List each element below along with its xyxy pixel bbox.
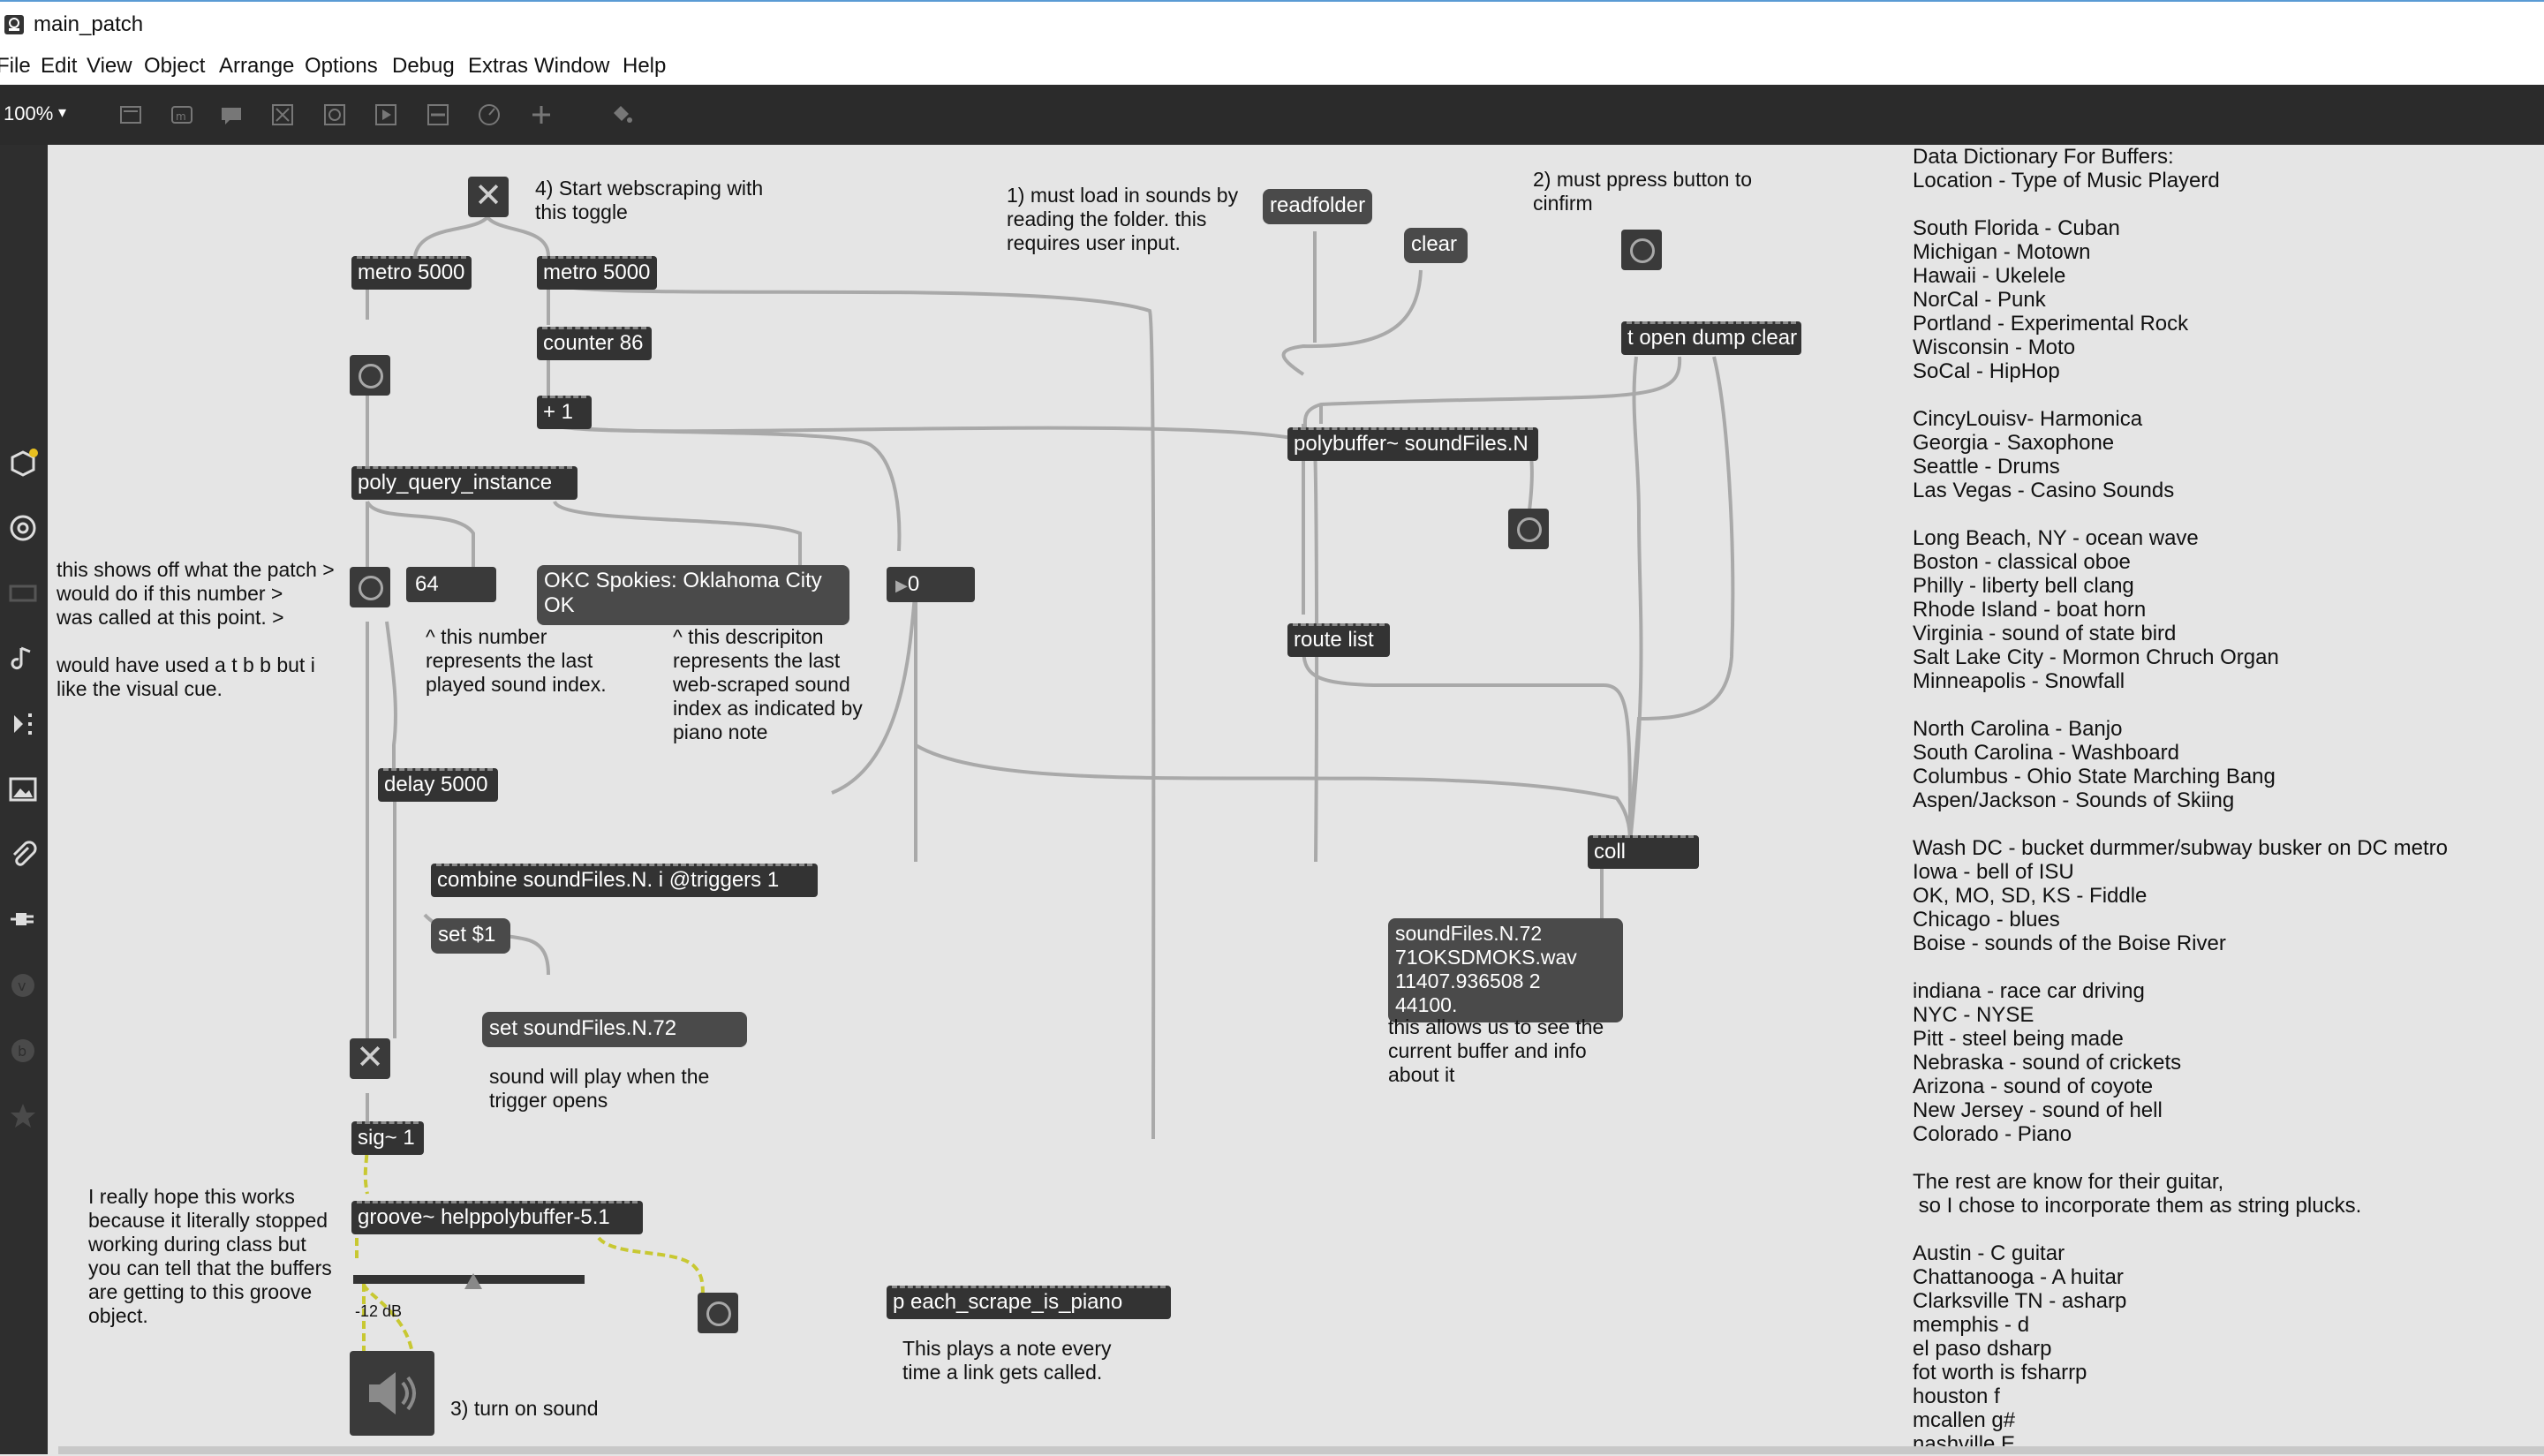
horizontal-scrollbar[interactable] <box>58 1446 2544 1454</box>
polybuffer-object[interactable]: polybuffer~ soundFiles.N <box>1287 427 1538 461</box>
menu-options[interactable]: Options <box>305 54 378 78</box>
zoom-level[interactable]: 100% <box>4 102 54 124</box>
menu-window[interactable]: Window <box>534 54 610 78</box>
paperclip-icon[interactable] <box>5 837 41 872</box>
presentation-icon[interactable] <box>5 576 41 611</box>
b-icon[interactable]: b <box>5 1033 41 1068</box>
image-icon[interactable] <box>5 772 41 807</box>
max-app-icon <box>4 15 24 34</box>
piano-note-number[interactable]: ▶0 <box>887 567 975 602</box>
comment-piano-note: This plays a note every time a link gets… <box>902 1337 1112 1384</box>
new-comment-icon[interactable] <box>217 101 245 129</box>
comment-coll-note: this allows us to see the current buffer… <box>1388 1015 1604 1086</box>
comment-turn-on: 3) turn on sound <box>450 1397 599 1420</box>
zoom-dropdown-icon[interactable]: ▾ <box>58 103 67 121</box>
coll-output-message[interactable]: soundFiles.N.72 71OKSDMOKS.wav 11407.936… <box>1388 918 1623 1022</box>
svg-text:m: m <box>176 110 186 123</box>
speaker-icon <box>369 1372 416 1415</box>
comment-desc-note: ^ this descripiton represents the last w… <box>673 625 863 743</box>
clear-message[interactable]: clear <box>1404 228 1468 263</box>
comment-load-sounds: 1) must load in sounds by reading the fo… <box>1007 184 1239 254</box>
sequence-icon[interactable] <box>5 706 41 742</box>
data-dictionary-comment: Data Dictionary For Buffers: Location - … <box>1913 145 2448 1456</box>
target-icon[interactable] <box>5 510 41 546</box>
start-webscrape-toggle[interactable]: ✕ <box>468 177 509 217</box>
speaker-button[interactable] <box>350 1351 434 1436</box>
trigger-gate-toggle[interactable]: ✕ <box>350 1038 390 1079</box>
gain-slider-knob[interactable] <box>464 1273 483 1289</box>
last-index-number[interactable]: 64 <box>406 567 496 602</box>
star-icon[interactable] <box>5 1098 41 1134</box>
packages-icon[interactable] <box>5 445 41 480</box>
number-triangle-icon: ▶ <box>895 577 908 594</box>
okc-description-message[interactable]: OKC Spokies: Oklahoma City OK <box>537 565 849 625</box>
gain-label: -12 dB <box>355 1302 403 1320</box>
piano-subpatch-object[interactable]: p each_scrape_is_piano <box>887 1286 1171 1319</box>
window-title: main_patch <box>34 12 144 36</box>
menu-arrange[interactable]: Arrange <box>219 54 295 78</box>
menu-view[interactable]: View <box>87 54 132 78</box>
new-slider-icon[interactable] <box>424 101 452 129</box>
comment-hope-note: I really hope this works because it lite… <box>88 1185 332 1327</box>
coll-object[interactable]: coll <box>1588 835 1699 869</box>
new-dial-icon[interactable] <box>475 101 503 129</box>
title-bar: main_patch <box>0 0 2544 46</box>
paint-bucket-icon[interactable] <box>607 101 635 129</box>
toolbar: 100% ▾ m <box>0 85 2544 145</box>
new-message-icon[interactable]: m <box>168 101 196 129</box>
patch-cords <box>355 215 1735 1351</box>
new-media-icon[interactable] <box>372 101 400 129</box>
svg-text:b: b <box>18 1043 26 1060</box>
comment-number-note: ^ this number represents the last played… <box>426 625 607 696</box>
set-soundfile-message[interactable]: set soundFiles.N.72 <box>482 1012 747 1047</box>
svg-text:v: v <box>18 977 26 994</box>
plus-one-object[interactable]: + 1 <box>537 396 592 429</box>
groove-end-bang[interactable] <box>698 1293 738 1333</box>
counter-object[interactable]: counter 86 <box>537 327 652 360</box>
menu-debug[interactable]: Debug <box>392 54 455 78</box>
confirm-bang-button[interactable] <box>1621 230 1662 270</box>
readfolder-message[interactable]: readfolder <box>1263 189 1372 224</box>
music-note-icon[interactable] <box>5 641 41 676</box>
route-list-object[interactable]: route list <box>1287 623 1390 657</box>
combine-object[interactable]: combine soundFiles.N. i @triggers 1 <box>431 864 818 897</box>
comment-press-button: 2) must ppress button to cinfirm <box>1533 168 1753 215</box>
menu-bar: File Edit View Object Arrange Options De… <box>0 46 2544 85</box>
metro-object-b[interactable]: metro 5000 <box>537 256 657 290</box>
new-toggle-icon[interactable] <box>268 101 297 129</box>
comment-shows-off: this shows off what the patch > would do… <box>57 558 335 700</box>
gain-slider[interactable] <box>353 1270 585 1294</box>
comment-trigger-note: sound will play when the trigger opens <box>489 1065 710 1112</box>
v-icon[interactable]: v <box>5 968 41 1003</box>
left-sidebar: v b <box>0 145 48 1454</box>
poly-query-object[interactable]: poly_query_instance <box>351 466 577 500</box>
metro-object-a[interactable]: metro 5000 <box>351 256 472 290</box>
polybuffer-bang[interactable] <box>1508 509 1549 549</box>
new-button-icon[interactable] <box>321 101 349 129</box>
delay-object[interactable]: delay 5000 <box>378 768 498 802</box>
trigger-open-dump-clear-object[interactable]: t open dump clear <box>1621 321 1801 355</box>
metro-bang-button[interactable] <box>350 355 390 396</box>
menu-object[interactable]: Object <box>144 54 206 78</box>
menu-file[interactable]: File <box>0 54 31 78</box>
add-object-icon[interactable] <box>527 101 555 129</box>
menu-help[interactable]: Help <box>623 54 667 78</box>
set-dollar-message[interactable]: set $1 <box>431 918 510 954</box>
comment-start-toggle: 4) Start webscraping with this toggle <box>535 177 764 223</box>
menu-edit[interactable]: Edit <box>41 54 78 78</box>
menu-extras[interactable]: Extras <box>468 54 529 78</box>
new-object-icon[interactable] <box>117 101 145 129</box>
patcher-canvas[interactable]: ✕ 4) Start webscraping with this toggle … <box>49 145 2544 1456</box>
groove-object[interactable]: groove~ helppolybuffer-5.1 <box>351 1201 643 1234</box>
query-bang-button[interactable] <box>350 567 390 607</box>
plug-icon[interactable] <box>5 902 41 938</box>
sig-object[interactable]: sig~ 1 <box>351 1121 424 1155</box>
